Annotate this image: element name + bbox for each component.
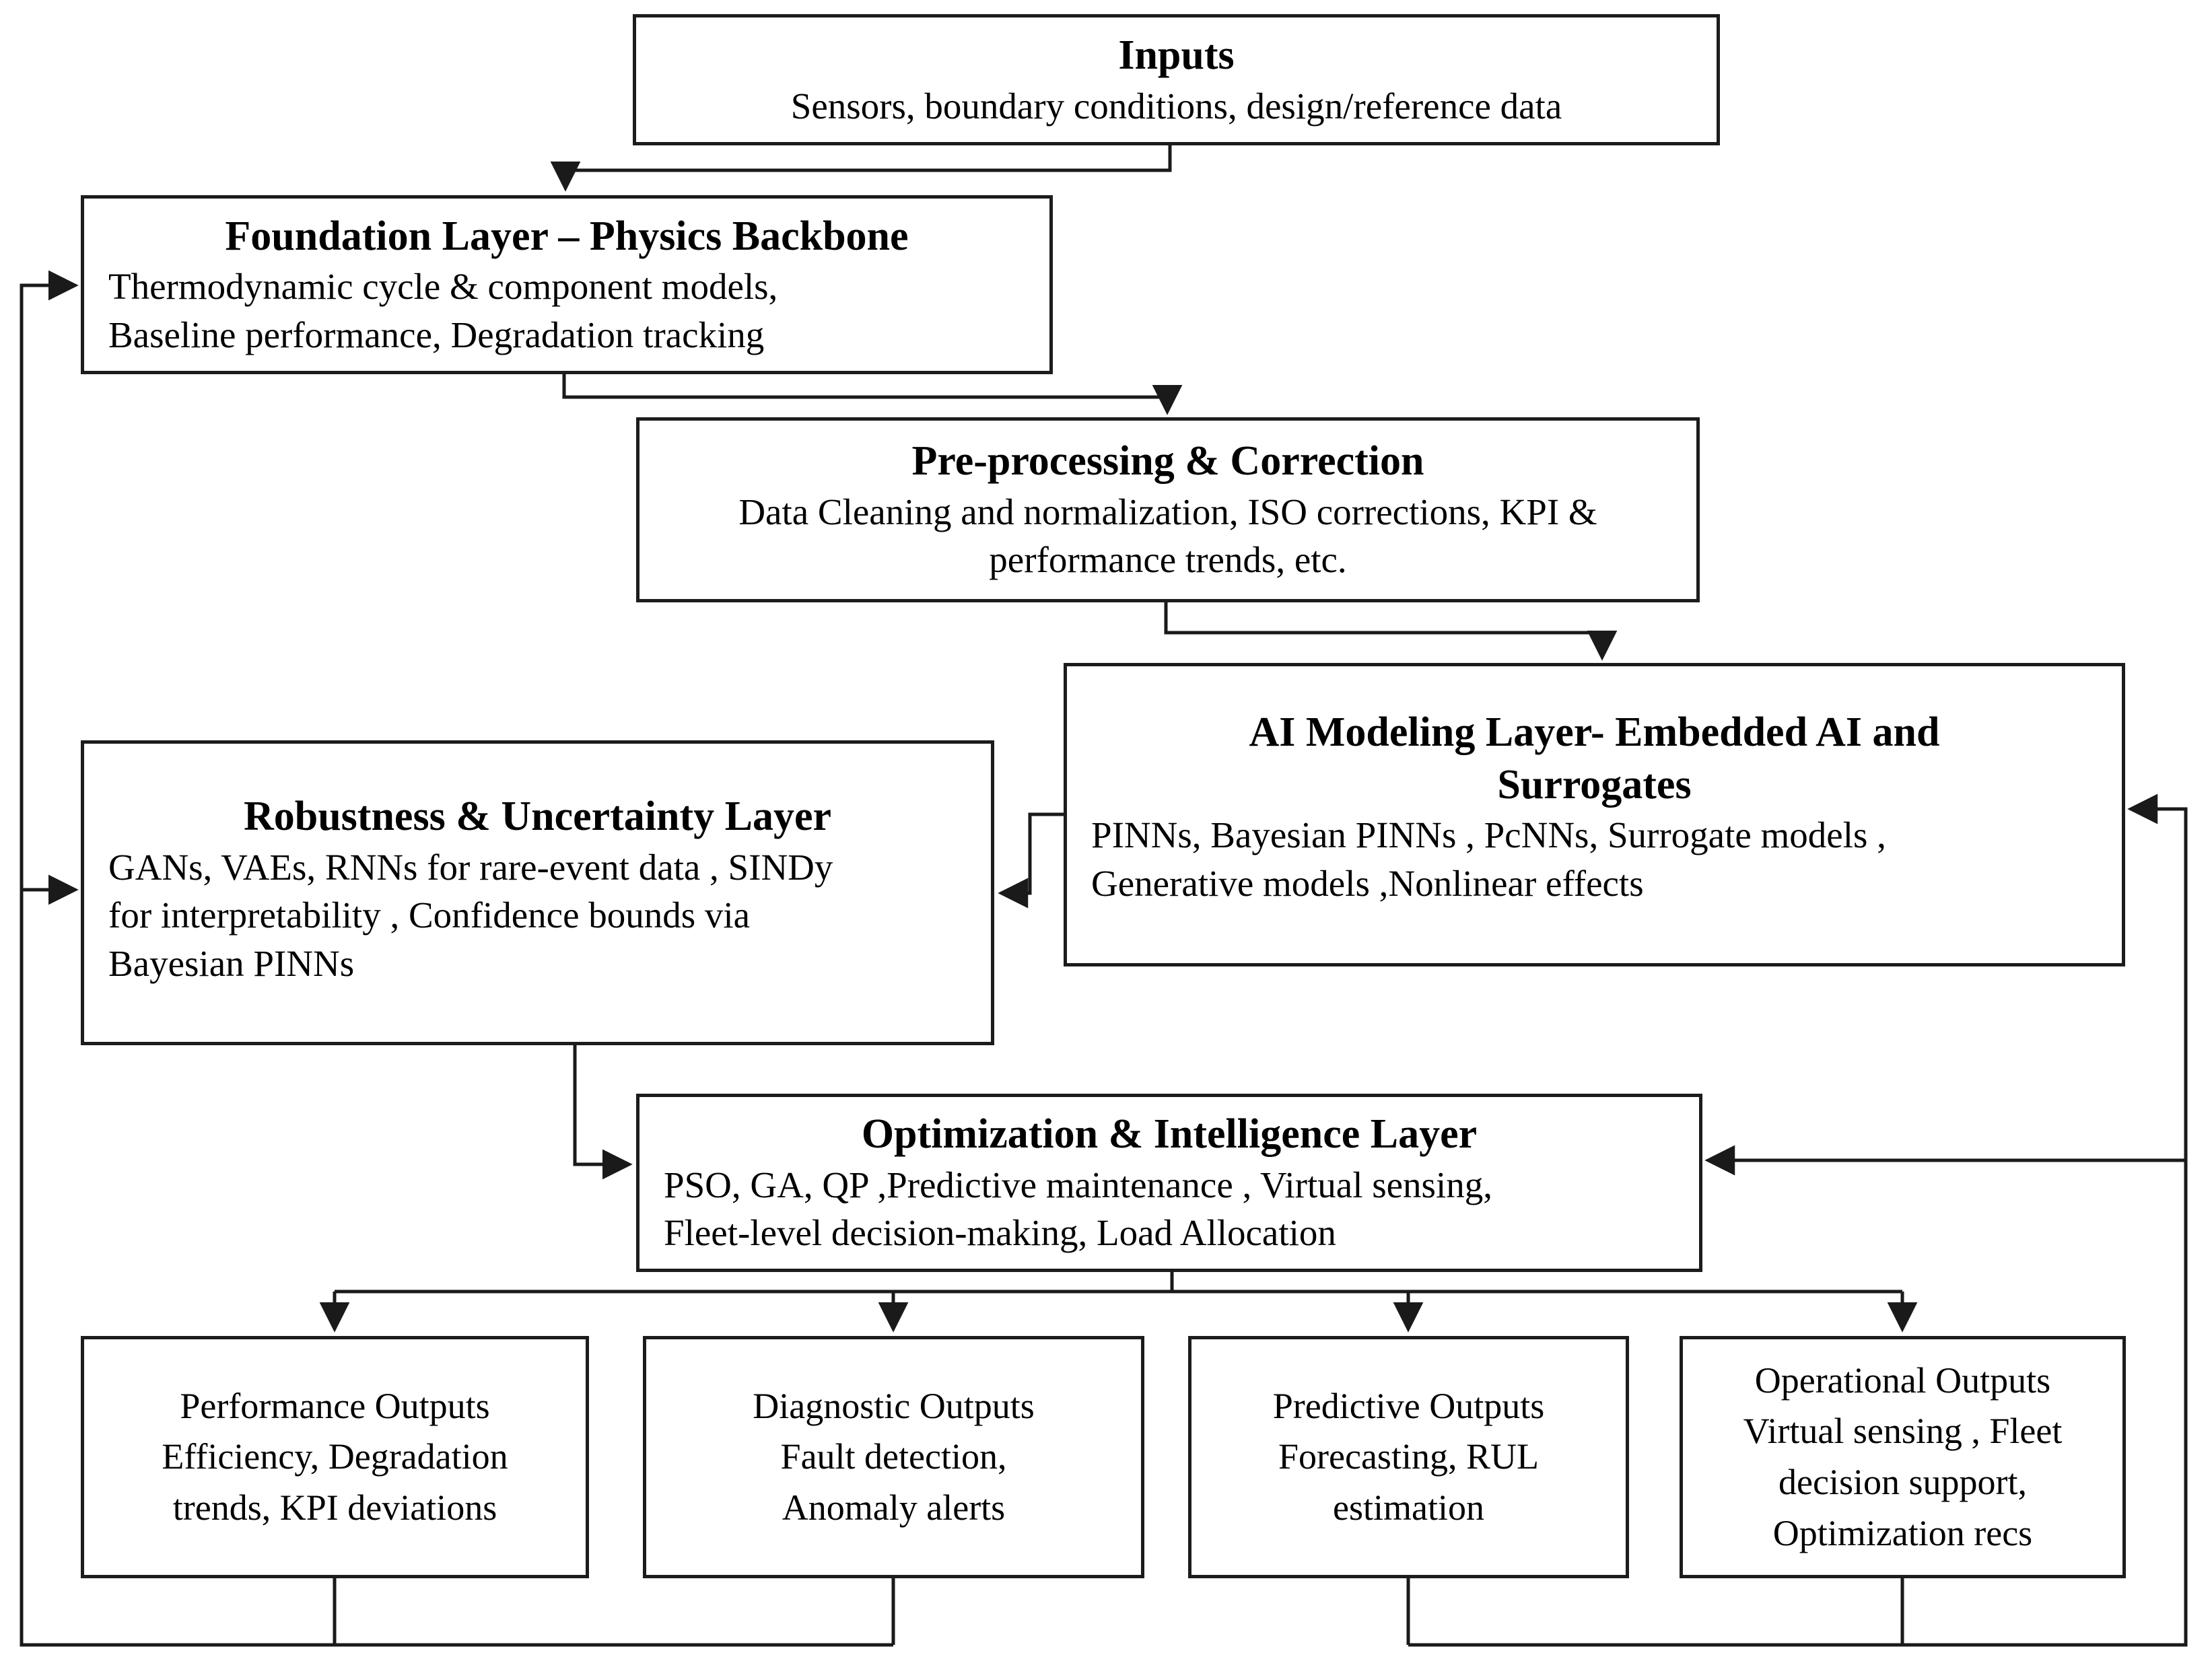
node-inputs-body: Sensors, boundary conditions, design/ref…	[790, 85, 1562, 127]
node-preprocessing-correction-body: Data Cleaning and normalization, ISO cor…	[738, 491, 1597, 581]
node-operational-outputs-title: Operational Outputs	[1754, 1360, 2051, 1401]
edge-inputs-foundation	[550, 145, 1172, 192]
edge-preprocessing-ai-modeling	[1164, 602, 1618, 661]
node-inputs-title: Inputs	[1118, 32, 1235, 78]
node-predictive-outputs: Predictive Outputs Forecasting, RUL esti…	[1188, 1336, 1629, 1578]
node-optimization-intelligence-layer-title: Optimization & Intelligence Layer	[861, 1111, 1478, 1158]
node-diagnostic-outputs-title: Diagnostic Outputs	[753, 1385, 1035, 1426]
node-optimization-intelligence-layer: Optimization & Intelligence Layer PSO, G…	[636, 1094, 1702, 1272]
node-performance-outputs: Performance Outputs Efficiency, Degradat…	[81, 1336, 589, 1578]
node-performance-outputs-body: Efficiency, Degradation trends, KPI devi…	[162, 1436, 508, 1528]
node-ai-modeling-layer-title: AI Modeling Layer- Embedded AI and Surro…	[1249, 709, 1940, 808]
node-operational-outputs-body: Virtual sensing , Fleet decision support…	[1743, 1411, 2063, 1553]
node-preprocessing-correction: Pre-processing & Correction Data Cleanin…	[636, 417, 1700, 602]
edge-ai-modeling-robustness	[998, 812, 1064, 909]
node-predictive-outputs-body: Forecasting, RUL estimation	[1278, 1436, 1539, 1528]
node-ai-modeling-layer: AI Modeling Layer- Embedded AI and Surro…	[1064, 663, 2125, 966]
edge-robustness-optimization	[573, 1045, 633, 1180]
node-predictive-outputs-title: Predictive Outputs	[1272, 1385, 1545, 1426]
node-ai-modeling-layer-body: PINNs, Bayesian PINNs , PcNNs, Surrogate…	[1091, 814, 1886, 904]
node-robustness-uncertainty-layer-title: Robustness & Uncertainty Layer	[243, 794, 832, 839]
node-diagnostic-outputs: Diagnostic Outputs Fault detection, Anom…	[643, 1336, 1144, 1578]
node-foundation-layer-title: Foundation Layer – Physics Backbone	[225, 213, 909, 259]
node-performance-outputs-title: Performance Outputs	[180, 1385, 490, 1426]
node-preprocessing-correction-title: Pre-processing & Correction	[911, 438, 1424, 485]
node-foundation-layer: Foundation Layer – Physics Backbone Ther…	[81, 195, 1053, 374]
edge-foundation-preprocessing	[562, 374, 1183, 415]
node-diagnostic-outputs-body: Fault detection, Anomaly alerts	[780, 1436, 1007, 1528]
edge-left-feedback-to-foundation	[20, 270, 893, 1647]
edge-right-feedback-to-ai-modeling	[1408, 794, 2188, 1647]
node-inputs: Inputs Sensors, boundary conditions, des…	[633, 14, 1720, 145]
node-robustness-uncertainty-layer: Robustness & Uncertainty Layer GANs, VAE…	[81, 740, 994, 1045]
node-operational-outputs: Operational Outputs Virtual sensing , Fl…	[1680, 1336, 2126, 1578]
node-robustness-uncertainty-layer-body: GANs, VAEs, RNNs for rare-event data , S…	[108, 846, 833, 984]
node-optimization-intelligence-layer-body: PSO, GA, QP ,Predictive maintenance , Vi…	[664, 1164, 1492, 1254]
node-foundation-layer-body: Thermodynamic cycle & component models, …	[108, 266, 778, 355]
